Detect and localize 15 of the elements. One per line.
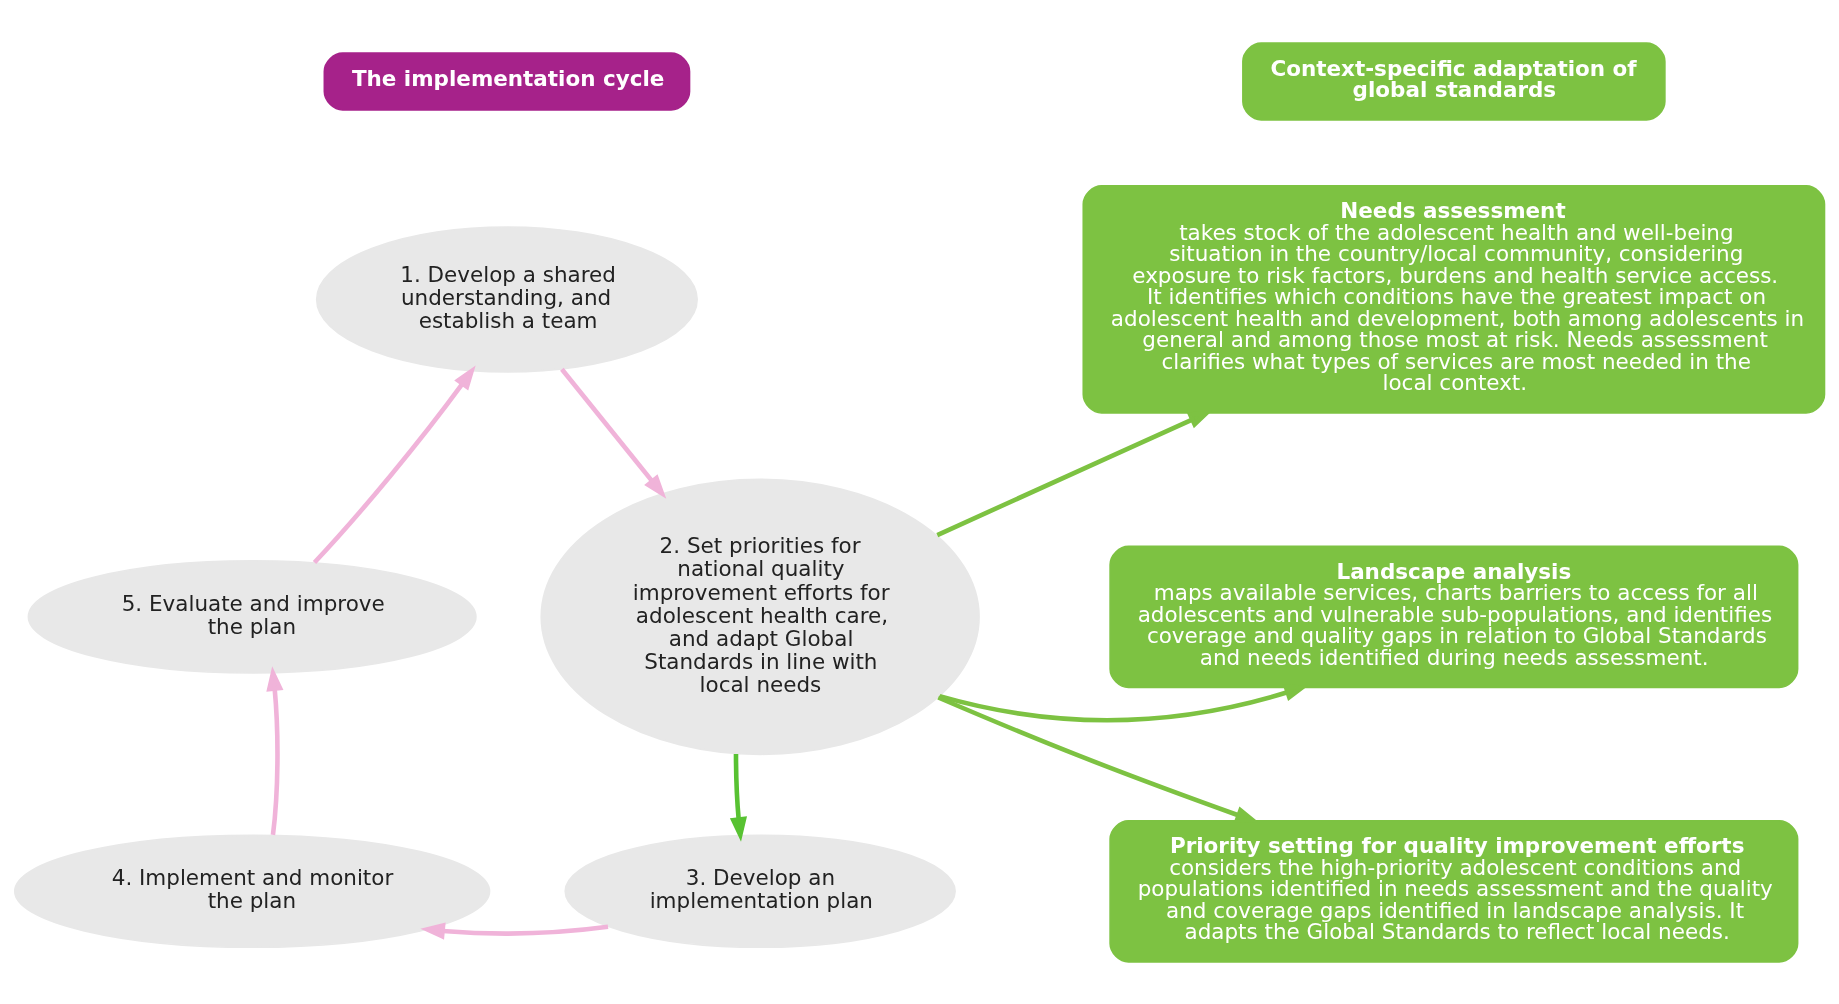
node-ellipse: 2. Set priorities for national quality improvement efforts for adolescent health care, and adapt Global Standards in line with local needs <box>540 478 980 755</box>
node-box: Context-specific adaptation of global standards <box>1242 41 1666 121</box>
node-box: The implementation cycle <box>323 51 691 111</box>
node-box: Landscape analysis maps available services, charts barriers to access for all adolescents and vulnerable sub-populations, and identifies coverage and quality gaps in relation to Global Standards and needs identified during needs assessment. <box>1109 545 1799 688</box>
node-box: Priority setting for quality improvement efforts considers the high-priority adolescent conditions and populations identified in needs assessment and the quality and coverage gaps identified in landscape analysis. It adapts the Global Standards to reflect local needs. <box>1109 819 1799 963</box>
node-box: Needs assessment takes stock of the adolescent health and well-being situation in the country/local community, considering exposure to risk factors, burdens and health service access. It identifies which conditions have the greatest impact on adolescent health and development, both among adolescents in general and among those most at risk. Needs assessment clarifies what types of services are most needed in the local context. <box>1082 184 1826 414</box>
node-ellipse: 1. Develop a shared understanding, and establish a team <box>315 225 698 373</box>
node-ellipse: 5. Evaluate and improve the plan <box>27 559 477 674</box>
node-ellipse: 4. Implement and monitor the plan <box>13 833 491 948</box>
arrow <box>729 753 747 842</box>
arrow <box>266 665 284 835</box>
arrow <box>312 365 476 564</box>
node-ellipse: 3. Develop an implementation plan <box>564 833 956 948</box>
arrow <box>560 367 667 499</box>
arrow <box>420 922 609 940</box>
